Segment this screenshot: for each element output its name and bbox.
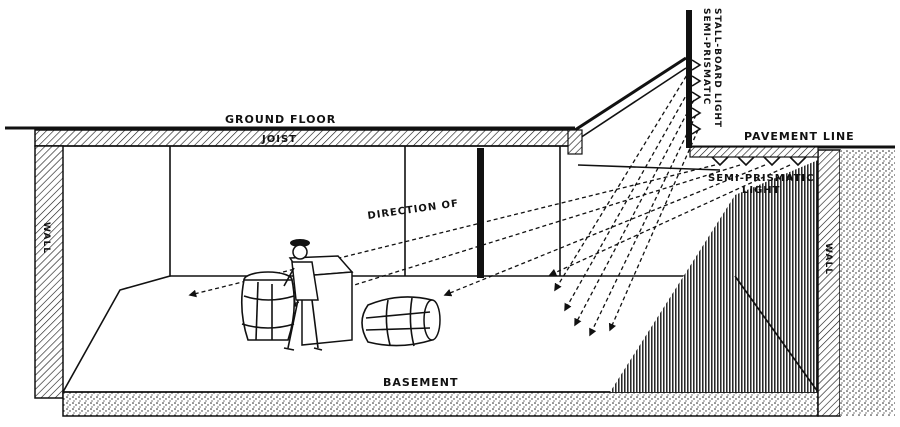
pavement-light-frame	[689, 146, 819, 158]
back-wall-left-edge	[62, 146, 171, 393]
leader-line	[577, 164, 721, 171]
right-floor-shading	[610, 160, 818, 392]
stall-board-prisms	[691, 59, 702, 135]
ground-floor-label: GROUND FLOOR	[225, 113, 336, 126]
joist-label: JOIST	[261, 134, 297, 145]
support-post	[477, 148, 484, 278]
stall-board-slope	[574, 56, 687, 132]
semi-prismatic-light-label-1: SEMI-PRISMATIC	[708, 173, 815, 184]
basement-label: BASEMENT	[383, 376, 459, 389]
pavement-line-label: PAVEMENT LINE	[744, 130, 855, 143]
stall-board-light-label-2: STALL-BOARD LIGHT	[712, 8, 722, 128]
basement-floor-slab	[62, 391, 819, 417]
left-wall-label: WALL	[41, 222, 51, 254]
worker-figure	[283, 239, 323, 351]
left-wall	[34, 145, 64, 399]
right-wall-label: WALL	[823, 243, 833, 275]
direction-label: DIRECTION OF	[367, 198, 460, 222]
joist-beam	[34, 129, 576, 147]
right-wall	[817, 149, 841, 417]
standing-barrel	[240, 271, 296, 341]
stall-board-frame	[686, 10, 692, 148]
pavement-prisms	[711, 156, 807, 167]
stall-board-slope-inner	[579, 67, 687, 139]
semi-prismatic-light-label-2: LIGHT	[742, 185, 781, 196]
pavement-earth	[840, 150, 895, 416]
stall-board-sill	[567, 129, 583, 155]
lying-barrel	[361, 296, 441, 347]
floor-corner-line	[734, 275, 819, 393]
stall-board-light-label-1: SEMI-PRISMATIC	[701, 8, 711, 105]
